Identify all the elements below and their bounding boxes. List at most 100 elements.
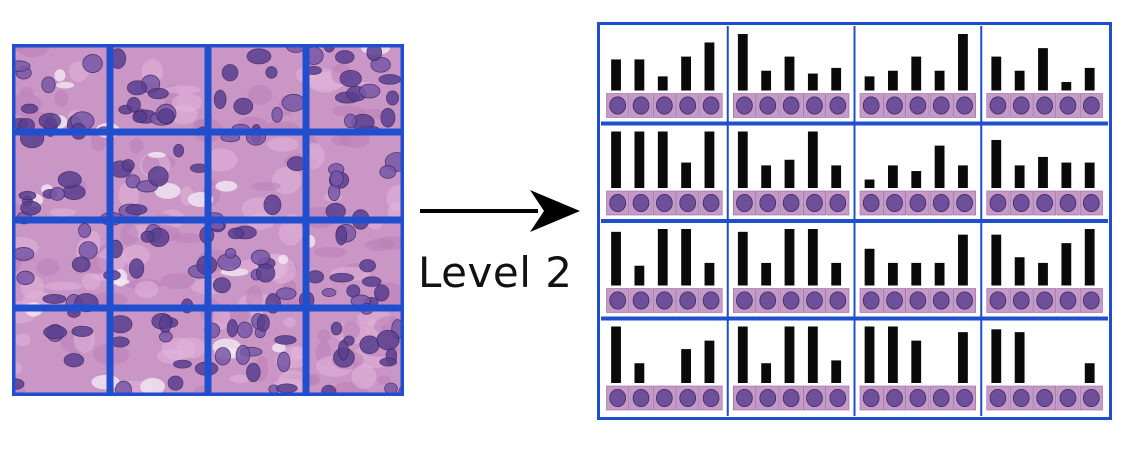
histogram-bar	[807, 131, 818, 188]
cell-nucleus	[159, 331, 173, 343]
histogram-bar	[958, 34, 968, 91]
cell-nucleus	[12, 60, 31, 72]
histogram-bar	[634, 59, 645, 91]
histogram-cell	[606, 229, 723, 313]
tissue-texture	[313, 246, 347, 258]
tissue-gap	[278, 254, 289, 265]
cell-nucleus	[275, 383, 298, 394]
cell-nucleus	[38, 112, 62, 130]
cell-nucleus	[250, 249, 271, 266]
cell-nucleus	[140, 230, 155, 243]
thumbnail-nucleus	[829, 388, 847, 408]
tissue-texture	[49, 208, 76, 217]
histogram-bar	[634, 265, 645, 286]
cell-nucleus	[78, 223, 92, 238]
thumbnail-nucleus	[932, 193, 950, 213]
cell-nucleus	[330, 321, 343, 336]
thumbnail-nucleus	[609, 388, 627, 408]
thumbnail-nucleus	[909, 388, 927, 408]
thumbnail-nucleus	[736, 193, 753, 213]
histogram-bar	[887, 70, 898, 91]
histogram-bar	[1014, 165, 1025, 188]
cell-nucleus	[246, 362, 261, 383]
tissue-texture	[83, 257, 112, 275]
thumbnail-nucleus	[736, 96, 753, 115]
histogram-bar	[934, 145, 945, 188]
cell-nucleus	[225, 248, 237, 259]
histogram-bar	[1061, 243, 1072, 286]
thumbnail-nucleus	[862, 193, 880, 213]
cell-nucleus	[173, 143, 185, 158]
histogram-bar	[704, 131, 715, 188]
histogram-bar	[681, 162, 691, 188]
thumbnail-nucleus	[759, 96, 777, 115]
thumbnail-nucleus	[989, 96, 1007, 115]
tissue-gap	[215, 180, 238, 192]
histogram-bar	[958, 165, 968, 188]
tissue-texture	[317, 329, 331, 343]
cell-nucleus	[147, 87, 169, 100]
thumbnail-nucleus	[656, 388, 673, 408]
thumbnail-nucleus	[956, 291, 973, 310]
thumbnail-nucleus	[886, 193, 903, 213]
thumbnail-nucleus	[1012, 291, 1030, 310]
tissue-texture	[247, 84, 273, 105]
cell-nucleus	[255, 263, 276, 283]
cell-nucleus	[71, 325, 94, 337]
histogram-cell	[986, 139, 1103, 216]
cell-nucleus	[115, 380, 132, 396]
thumbnail-nucleus	[1036, 96, 1053, 115]
tissue-texture	[172, 233, 203, 244]
cell-nucleus	[359, 335, 380, 355]
histogram-bar	[958, 332, 968, 383]
tissue-texture	[246, 285, 263, 311]
arrow-head	[530, 190, 580, 232]
tissue-texture	[267, 137, 299, 152]
thumbnail-nucleus	[632, 388, 650, 408]
thumbnail-nucleus	[632, 193, 650, 213]
histogram-cell	[606, 131, 723, 216]
tissue-texture	[81, 273, 101, 291]
cell-nucleus	[167, 375, 184, 391]
thumbnail-nucleus	[679, 193, 697, 213]
histogram-bar	[1061, 162, 1072, 188]
histogram-bar	[831, 262, 842, 286]
histogram-bar	[611, 326, 621, 383]
histogram-bar	[991, 329, 1002, 383]
cell-nucleus	[275, 287, 297, 300]
cell-nucleus	[386, 90, 400, 106]
histogram-bar	[807, 326, 818, 383]
thumbnail-nucleus	[759, 193, 777, 213]
cell-nucleus	[159, 314, 172, 334]
cell-nucleus	[337, 339, 349, 361]
cell-nucleus	[121, 159, 135, 172]
thumbnail-nucleus	[679, 96, 697, 115]
histogram-bar	[611, 59, 621, 91]
cell-nucleus	[335, 225, 348, 246]
histogram-bar	[864, 76, 875, 91]
histogram-bar	[611, 231, 621, 286]
thumbnail-nucleus	[956, 388, 973, 408]
cell-nucleus	[213, 89, 227, 109]
histogram-bar	[864, 326, 875, 383]
thumbnail-nucleus	[989, 193, 1007, 213]
thumbnail-nucleus	[759, 291, 777, 310]
tissue-texture	[134, 280, 159, 298]
histogram-bar	[1038, 262, 1048, 286]
histogram-bar	[704, 340, 715, 383]
thumbnail-nucleus	[702, 388, 720, 408]
cell-nucleus	[49, 187, 66, 201]
histogram-bar	[784, 326, 795, 383]
thumbnail-nucleus	[829, 193, 847, 213]
cell-nucleus	[277, 351, 291, 373]
thumbnail-nucleus	[932, 291, 950, 310]
thumbnail-nucleus	[1059, 96, 1077, 115]
tissue-texture	[278, 219, 304, 246]
thumbnail-nucleus	[1036, 291, 1053, 310]
thumbnail-nucleus	[702, 291, 720, 310]
histogram-bar	[761, 165, 772, 188]
cell-nucleus	[359, 83, 381, 99]
histogram-bar	[991, 234, 1002, 286]
tissue-gap	[154, 182, 181, 199]
tissue-texture	[129, 138, 144, 154]
